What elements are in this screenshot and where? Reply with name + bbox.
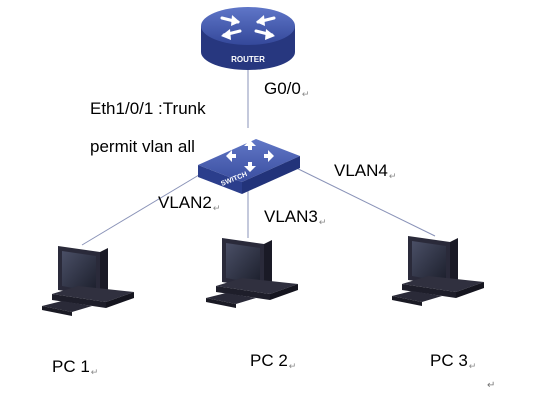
switch-icon: SWITCH [198,139,300,194]
vlan2-label: VLAN2↵ [158,194,220,213]
end-paragraph-mark: ↵ [487,380,496,391]
pc-3-icon [392,236,484,306]
router-device-label: ROUTER [231,55,265,64]
switch-port-label: Eth1/0/1 :Trunk [90,100,206,117]
link-switch-pc3 [279,159,436,237]
trunk-note-label: permit vlan all [90,138,195,155]
pc-2-icon [206,238,298,308]
router-port-text: G0/0 [264,79,301,98]
vlan4-label: VLAN4↵ [334,162,396,181]
paragraph-mark: ↵ [212,203,221,213]
router-port-label: G0/0↵ [264,80,309,99]
pc-2-text: PC 2 [250,351,288,370]
vlan2-text: VLAN2 [158,193,212,212]
pc-3-text: PC 3 [430,351,468,370]
pc-1-label: PC 1↵ [52,358,98,377]
paragraph-mark: ↵ [288,361,297,371]
router-icon: ROUTER [201,7,295,70]
pc-3-label: PC 3↵ [430,352,476,371]
pc-1-icon [42,246,134,316]
paragraph-mark: ↵ [301,89,310,99]
vlan4-text: VLAN4 [334,161,388,180]
vlan3-label: VLAN3↵ [264,208,326,227]
paragraph-mark: ↵ [90,367,99,377]
vlan3-text: VLAN3 [264,207,318,226]
trunk-note-text: permit vlan all [90,137,195,156]
paragraph-mark: ↵ [388,171,397,181]
paragraph-mark: ↵ [468,361,477,371]
pc-1-text: PC 1 [52,357,90,376]
pc-2-label: PC 2↵ [250,352,296,371]
paragraph-mark: ↵ [318,217,327,227]
switch-port-text: Eth1/0/1 :Trunk [90,99,206,118]
